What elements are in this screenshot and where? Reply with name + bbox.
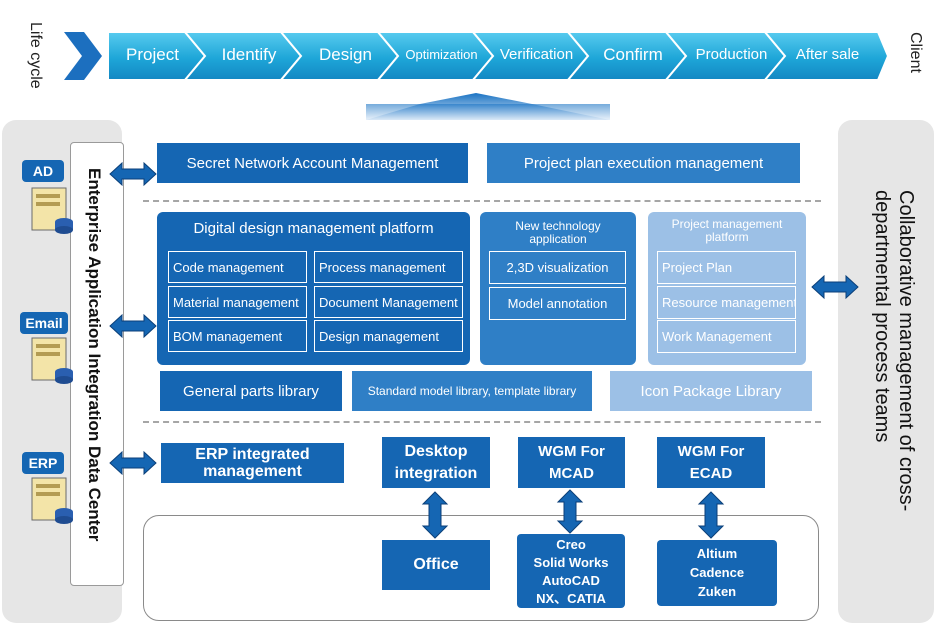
lifecycle-stage-label: Production [695, 46, 768, 63]
double-arrow-icon [421, 491, 449, 539]
lifecycle-stage-label: Confirm [603, 45, 663, 64]
system-badge-email: Email [20, 312, 68, 334]
erp-integrated-box: ERP integrated management [161, 443, 344, 483]
lead-arrow-icon [64, 32, 102, 80]
project-plan-exec-box: Project plan execution management [487, 143, 800, 183]
mcad-tool: AutoCAD [542, 573, 600, 588]
separator [143, 200, 821, 202]
resource-management-item: Resource management [657, 286, 796, 319]
ecad-tool: Altium [696, 546, 738, 561]
system-badge-erp: ERP [22, 452, 64, 474]
lifecycle-stage-label: Optimization [405, 47, 478, 62]
double-arrow-icon [109, 161, 157, 187]
process-management: Process management [314, 251, 463, 283]
server-icon [31, 477, 73, 524]
tools-container [143, 515, 819, 621]
digital-platform [157, 212, 470, 365]
double-arrow-icon [697, 491, 725, 539]
project-mgmt-title: Project management platform [671, 217, 783, 244]
model-annotation-item: Model annotation [489, 287, 626, 320]
double-arrow-icon [109, 450, 157, 476]
mcad-tool: NX、CATIA [536, 591, 606, 606]
material-management: Material management [168, 286, 307, 318]
double-arrow-icon [109, 313, 157, 339]
wgm-mcad-box: WGM For MCAD [518, 437, 625, 488]
mcad-tools-box: Creo Solid Works AutoCAD NX、CATIA [517, 534, 625, 608]
separator [143, 421, 821, 423]
ecad-tools-box: Altium Cadence Zuken [657, 540, 777, 606]
server-icon [31, 337, 73, 384]
wgm-ecad-box: WGM For ECAD [657, 437, 765, 488]
mcad-tool: Solid Works [533, 555, 609, 570]
lifecycle-stage-label: Project [126, 45, 179, 64]
server-icon [31, 187, 73, 234]
secret-network-box: Secret Network Account Management [157, 143, 468, 183]
mcad-tool: Creo [556, 537, 586, 552]
ecad-tool: Cadence [689, 565, 745, 580]
desktop-integration-box: Desktop integration [382, 437, 490, 488]
data-center-title: Enterprise Application Integration Data … [85, 168, 104, 542]
lifecycle-label: Life cycle [27, 22, 44, 89]
lifecycle-chevron [762, 31, 890, 81]
double-arrow-icon [811, 274, 859, 300]
visualization-item: 2,3D visualization [489, 251, 626, 284]
project-plan-item: Project Plan [657, 251, 796, 284]
client-label: Client [907, 32, 924, 73]
document-management: Document Management [314, 286, 463, 318]
system-badge-ad: AD [22, 160, 64, 182]
lifecycle-stage-label: After sale [795, 46, 860, 63]
data-center-column [70, 142, 124, 586]
lifecycle-stage-label: Design [319, 45, 372, 64]
double-arrow-icon [556, 489, 584, 534]
ecad-tool: Zuken [697, 584, 737, 599]
lifecycle-stage-label: Identify [221, 45, 277, 64]
general-parts-library: General parts library [160, 371, 342, 411]
bom-management: BOM management [168, 320, 307, 352]
work-management-item: Work Management [657, 320, 796, 353]
code-management: Code management [168, 251, 307, 283]
project-mgmt-panel [648, 212, 806, 365]
lifecycle-stage-label: Verification [499, 46, 574, 63]
new-tech-title: New technology application [515, 219, 601, 246]
digital-platform-title: Digital design management platform [193, 220, 434, 237]
right-panel [838, 120, 934, 623]
new-tech-panel [480, 212, 636, 365]
icon-package-library: Icon Package Library [610, 371, 812, 411]
design-management: Design management [314, 320, 463, 352]
standard-model-library: Standard model library, template library [352, 371, 592, 411]
office-box: Office [382, 540, 490, 590]
right-panel-title: Collaborative management of cross-depart… [871, 190, 917, 512]
